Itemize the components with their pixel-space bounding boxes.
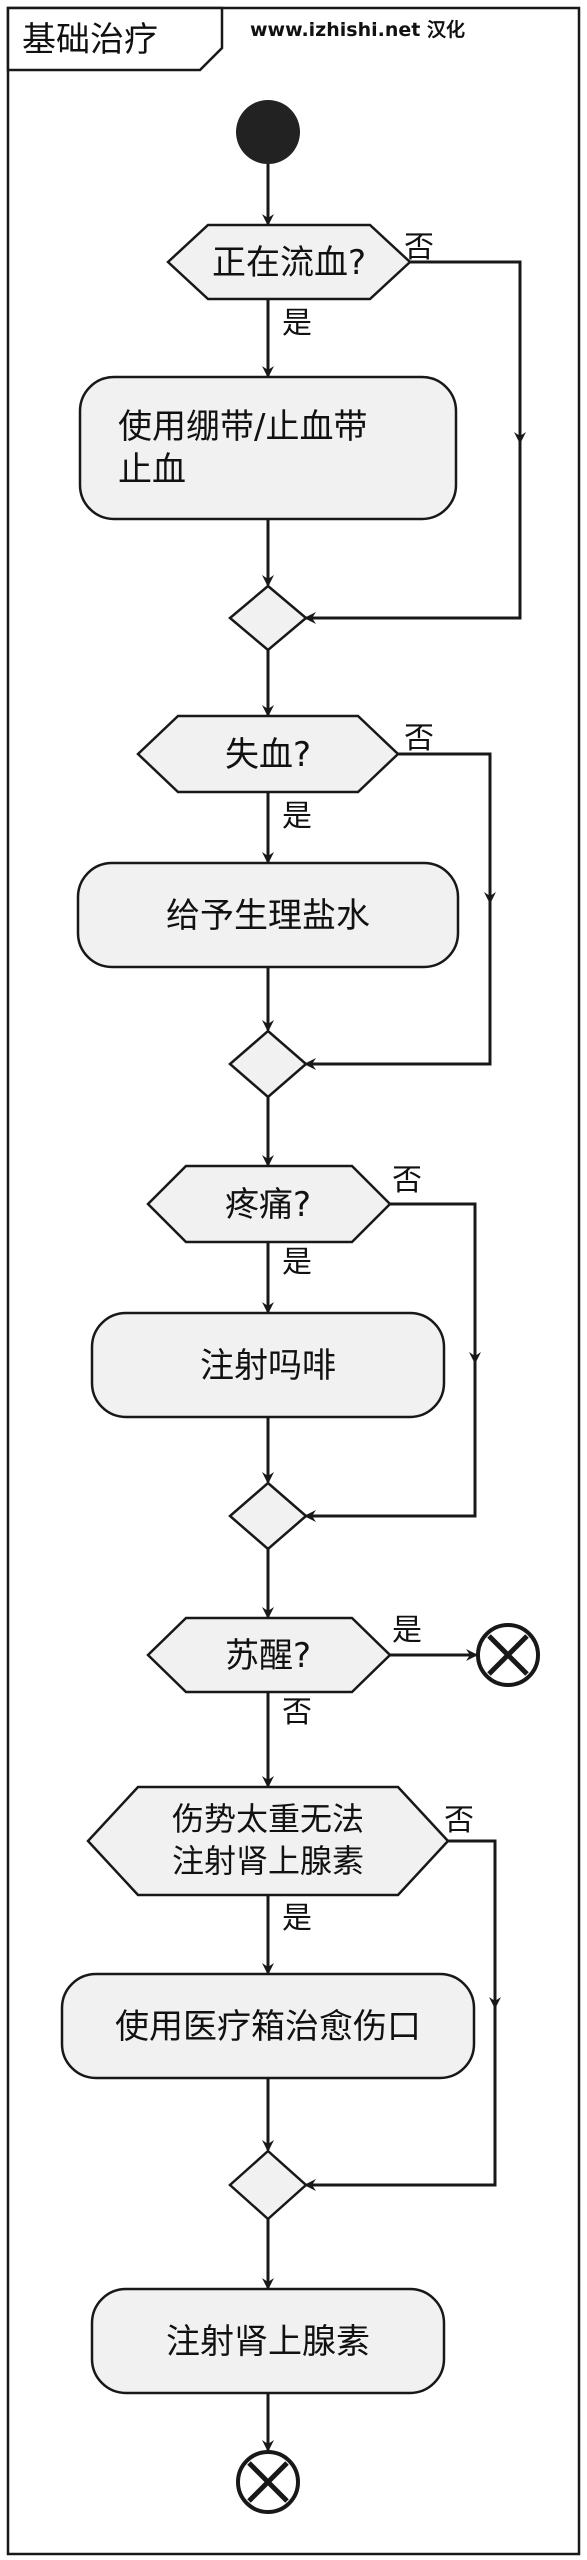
decision-severe-injury-line2: 注射肾上腺素 — [172, 1842, 364, 1880]
diagram-title: 基础治疗 — [22, 20, 158, 60]
decision-blood-loss-label: 失血? — [225, 735, 311, 775]
branch-yes-label: 是 — [282, 306, 312, 341]
diagram-frame — [6, 6, 581, 2556]
action-bandage-line1: 使用绷带/止血带 — [118, 407, 367, 447]
branch-yes-label: 是 — [282, 799, 312, 834]
branch-no-label: 否 — [404, 721, 434, 756]
action-bandage-line2: 止血 — [118, 450, 186, 490]
end-node-final — [236, 2450, 300, 2514]
decision-severe-injury-line1: 伤势太重无法 — [172, 1800, 364, 1838]
header-note: www.izhishi.net 汉化 — [250, 18, 465, 41]
merge-node — [228, 2149, 308, 2221]
branch-no-label: 否 — [282, 1695, 312, 1730]
title-tab — [6, 6, 224, 72]
flow-no-branch — [306, 752, 492, 1066]
branch-yes-label: 是 — [392, 1613, 422, 1648]
decision-bleeding-label: 正在流血? — [212, 243, 366, 283]
action-bandage — [78, 375, 458, 521]
end-node-awake — [476, 1623, 540, 1687]
action-saline-label: 给予生理盐水 — [166, 896, 370, 936]
action-morphine-label: 注射吗啡 — [200, 1346, 336, 1386]
decision-pain-label: 疼痛? — [225, 1185, 311, 1225]
branch-yes-label: 是 — [282, 1245, 312, 1280]
branch-no-label: 否 — [404, 230, 434, 265]
action-medkit-label: 使用医疗箱治愈伤口 — [115, 2007, 421, 2047]
decision-awake-label: 苏醒? — [225, 1636, 311, 1676]
merge-node — [228, 1481, 308, 1551]
flow-no-branch — [306, 1839, 497, 2187]
branch-no-label: 否 — [392, 1163, 422, 1198]
action-epinephrine-label: 注射肾上腺素 — [166, 2322, 370, 2362]
merge-node — [228, 584, 308, 652]
branch-no-label: 否 — [444, 1803, 474, 1838]
merge-node — [228, 1029, 308, 1099]
branch-yes-label: 是 — [282, 1901, 312, 1936]
start-node — [236, 100, 300, 164]
